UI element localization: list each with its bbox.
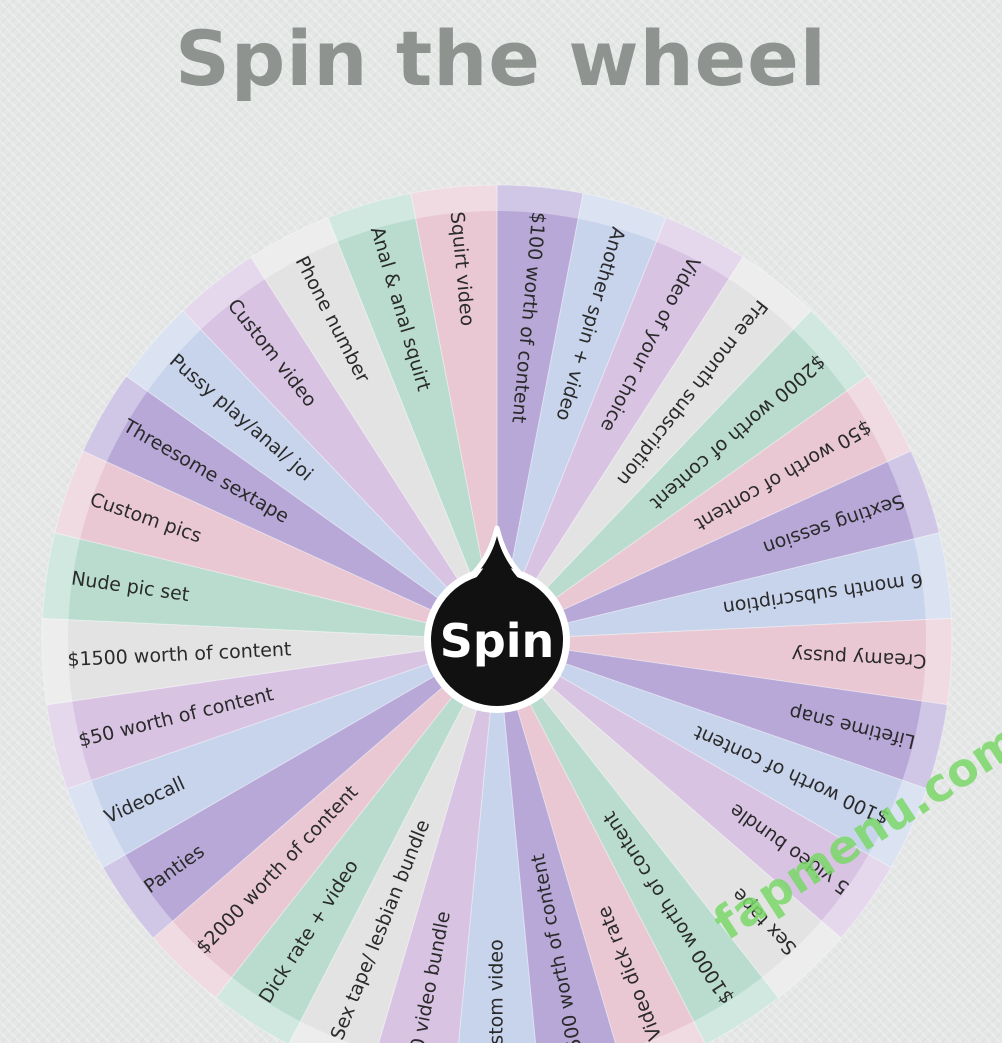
wheel-rim-segment xyxy=(102,854,173,938)
wheel-rim-segment xyxy=(126,310,201,392)
wheel-slice xyxy=(496,309,869,641)
wheel-slice xyxy=(496,639,842,999)
wheel-slice xyxy=(496,639,892,939)
wheel-slice xyxy=(46,639,498,790)
wheel-rim-segment xyxy=(887,450,940,539)
wheel-rim-segment xyxy=(821,854,892,938)
wheel-slice xyxy=(496,639,779,1043)
wheel-rim-segment xyxy=(410,185,497,219)
wheel-rim-segment xyxy=(42,532,81,620)
wheel-slice-label: Custom video xyxy=(486,939,508,1043)
wheel-rim-segment xyxy=(46,701,92,789)
wheel-slice xyxy=(66,639,498,869)
wheel-rim-segment xyxy=(327,193,416,242)
wheel-slice xyxy=(41,532,498,641)
wheel-slice xyxy=(496,639,948,790)
spin-button-label: Spin xyxy=(440,614,555,668)
wheel-slice xyxy=(378,639,498,1043)
wheel-slice xyxy=(496,639,928,869)
wheel-slice xyxy=(182,256,498,641)
wheel-rim-segment xyxy=(215,977,301,1043)
wheel-slice xyxy=(152,639,498,999)
wheel-slice xyxy=(496,639,706,1043)
wheel-slice xyxy=(496,192,667,641)
wheel-slice xyxy=(496,532,953,641)
wheel-rim-segment xyxy=(251,217,338,280)
wheel-rim-segment xyxy=(153,920,232,998)
wheel-slice xyxy=(41,617,498,706)
wheel-slices xyxy=(41,184,953,1043)
page-title: Spin the wheel xyxy=(175,14,827,103)
wheel-slice xyxy=(496,216,744,641)
wheel-rim-segment xyxy=(868,780,927,868)
wheel-rim-segment xyxy=(656,217,743,280)
wheel-slice xyxy=(125,309,498,641)
wheel-rim-segment xyxy=(921,618,952,705)
wheel-rim-segment xyxy=(902,701,948,789)
wheel-rim-segment xyxy=(762,920,841,998)
wheel-slice xyxy=(496,375,912,641)
wheel-rim-segment xyxy=(83,376,148,462)
wheel-slice xyxy=(54,450,498,641)
wheel-slice xyxy=(496,256,812,641)
pointer-fill xyxy=(454,536,540,598)
wheel-slice xyxy=(102,639,498,939)
wheel-rim-segment xyxy=(183,257,266,330)
spin-button[interactable]: Spin xyxy=(424,525,570,713)
wheel-rim-segment xyxy=(54,450,107,539)
wheel-slice xyxy=(496,639,616,1043)
wheel-slice xyxy=(327,192,498,641)
wheel-rim-segment xyxy=(289,1021,351,1043)
wheel-slice xyxy=(410,184,498,641)
spin-button-face xyxy=(431,574,563,706)
wheel-rim-segment xyxy=(693,977,779,1043)
wheel-rim-segment xyxy=(913,532,952,620)
wheel-slice xyxy=(82,375,498,641)
wheel-slice xyxy=(496,184,584,641)
wheel-rim-segment xyxy=(728,257,811,330)
wheel-slice xyxy=(496,450,940,641)
wheel-slice xyxy=(215,639,498,1043)
wheel-rim-segment xyxy=(643,1021,705,1043)
wheel-rim-segment xyxy=(497,185,584,219)
wheel-slice xyxy=(458,639,536,1043)
wheel-rim-segment xyxy=(67,780,126,868)
wheel-rim-segment xyxy=(41,618,73,705)
wheel-rim-segment xyxy=(793,310,868,392)
wheel-slice xyxy=(250,216,498,641)
wheel-rim-segment xyxy=(846,376,911,462)
wheel-slice xyxy=(496,617,953,706)
wheel-rim-segment xyxy=(578,193,667,242)
